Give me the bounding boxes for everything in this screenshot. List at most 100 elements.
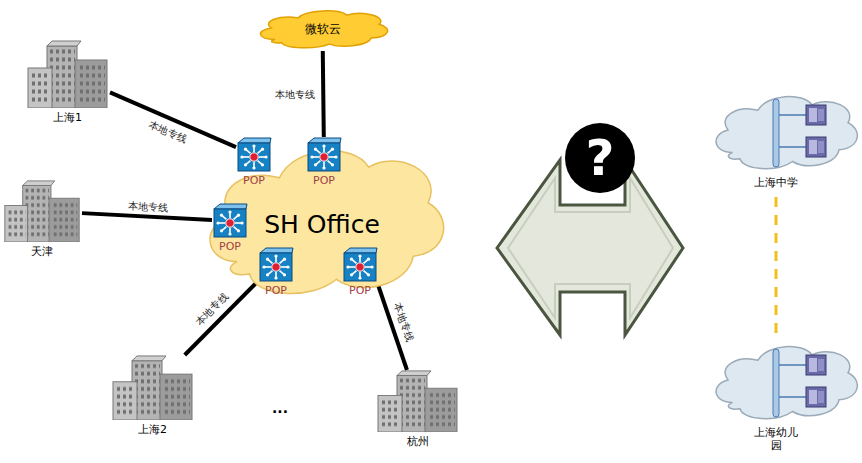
- switch-top: [238, 138, 271, 143]
- switch-arrow-head: [310, 155, 313, 158]
- network-bus: [773, 349, 779, 417]
- switch-arrow-head: [261, 148, 264, 151]
- server-face: [809, 140, 817, 154]
- server-box: [806, 105, 826, 125]
- building-node: 上海1: [25, 40, 110, 108]
- node-label: 天津: [31, 245, 53, 258]
- switch-center: [250, 153, 258, 161]
- building-windows: [30, 71, 50, 103]
- switch-arrow-head: [350, 273, 353, 276]
- switch-icon: [212, 203, 248, 239]
- switch-arrow-head: [370, 265, 373, 268]
- pop-label: POP: [349, 284, 371, 297]
- server-box: [806, 387, 826, 407]
- line-label: 本地专线: [145, 117, 191, 146]
- cloud-node: 上海幼儿园: [710, 335, 860, 448]
- building-icon: [110, 355, 195, 420]
- server-group: [710, 85, 860, 175]
- switch-arrow-head: [228, 210, 231, 213]
- building-node: 上海2: [110, 355, 195, 420]
- node-label: 上海中学: [750, 176, 802, 189]
- building-windows: [7, 208, 26, 237]
- node-label: 上海2: [138, 423, 167, 436]
- switch-node: POP: [236, 137, 272, 173]
- switch-top: [260, 248, 293, 253]
- switch-arrow-head: [261, 163, 264, 166]
- switch-node: POP: [258, 247, 294, 283]
- building-windows: [380, 398, 400, 427]
- switch-node: POP: [212, 203, 248, 239]
- switch-arrow-head: [244, 148, 247, 151]
- switch-arrow-head: [264, 155, 267, 158]
- question-mark: ?: [585, 128, 614, 188]
- server-link: [779, 396, 806, 398]
- switch-arrow-head: [262, 265, 265, 268]
- building-windows: [51, 201, 77, 237]
- switch-top: [344, 248, 377, 253]
- switch-arrow-head: [331, 148, 334, 151]
- switch-face: [260, 253, 292, 281]
- cloud-node: 微软云: [255, 5, 390, 51]
- switch-arrow-head: [350, 258, 353, 261]
- switch-face: [308, 143, 340, 171]
- switch-arrow-head: [331, 163, 334, 166]
- switch-arrow-head: [283, 273, 286, 276]
- server-box: [806, 355, 826, 375]
- building-windows: [162, 377, 190, 415]
- building-block: [5, 206, 28, 242]
- node-label: 上海幼儿园: [750, 426, 802, 452]
- node-label: 杭州: [407, 435, 429, 448]
- switch-arrow-head: [244, 163, 247, 166]
- switch-node: POP: [306, 137, 342, 173]
- building-windows: [134, 364, 160, 416]
- switch-icon: [306, 137, 342, 173]
- building-node: 天津: [2, 180, 82, 242]
- node-label: 上海1: [53, 111, 82, 124]
- server-link: [779, 146, 806, 148]
- switch-arrow-head: [228, 232, 231, 235]
- cloud-outline: [210, 151, 444, 294]
- switch-arrow-head: [274, 254, 277, 257]
- line-label: 本地专线: [273, 88, 317, 101]
- switch-icon: [342, 247, 378, 283]
- building-block: [28, 68, 52, 108]
- dashed-link: [775, 197, 778, 335]
- building-windows: [427, 391, 455, 427]
- server-face: [818, 109, 824, 121]
- switch-arrow-head: [346, 265, 349, 268]
- server-face: [818, 391, 824, 403]
- switch-arrow-head: [266, 258, 269, 261]
- switch-arrow-head: [237, 229, 240, 232]
- switch-center: [320, 153, 328, 161]
- server-face: [818, 359, 824, 371]
- switch-arrow-head: [216, 221, 219, 224]
- building-windows: [49, 49, 75, 103]
- building-roof: [47, 41, 81, 46]
- switch-arrow-head: [286, 265, 289, 268]
- double-arrow-shade: [508, 178, 673, 318]
- building-block: [378, 396, 402, 432]
- switch-arrow-head: [283, 258, 286, 261]
- cloud-outline: [716, 347, 857, 419]
- cloud-shape: [710, 335, 860, 425]
- switch-arrow-head: [367, 273, 370, 276]
- leased-line: [323, 51, 324, 137]
- leased-line: [82, 213, 212, 220]
- pop-label: POP: [265, 284, 287, 297]
- node-label: SH Office: [264, 210, 380, 240]
- node-label: 微软云: [305, 22, 341, 36]
- switch-arrow-head: [322, 144, 325, 147]
- switch-top: [308, 138, 341, 143]
- building-windows: [77, 63, 105, 103]
- switch-center: [272, 263, 280, 271]
- switch-center: [356, 263, 364, 271]
- switch-arrow-head: [358, 276, 361, 279]
- building-block: [160, 374, 192, 420]
- switch-icon: [236, 137, 272, 173]
- switch-arrow-head: [220, 229, 223, 232]
- cloud-illustration: [710, 85, 860, 175]
- building-icon: [375, 370, 460, 432]
- building-windows: [399, 378, 425, 427]
- switch-arrow-head: [358, 254, 361, 257]
